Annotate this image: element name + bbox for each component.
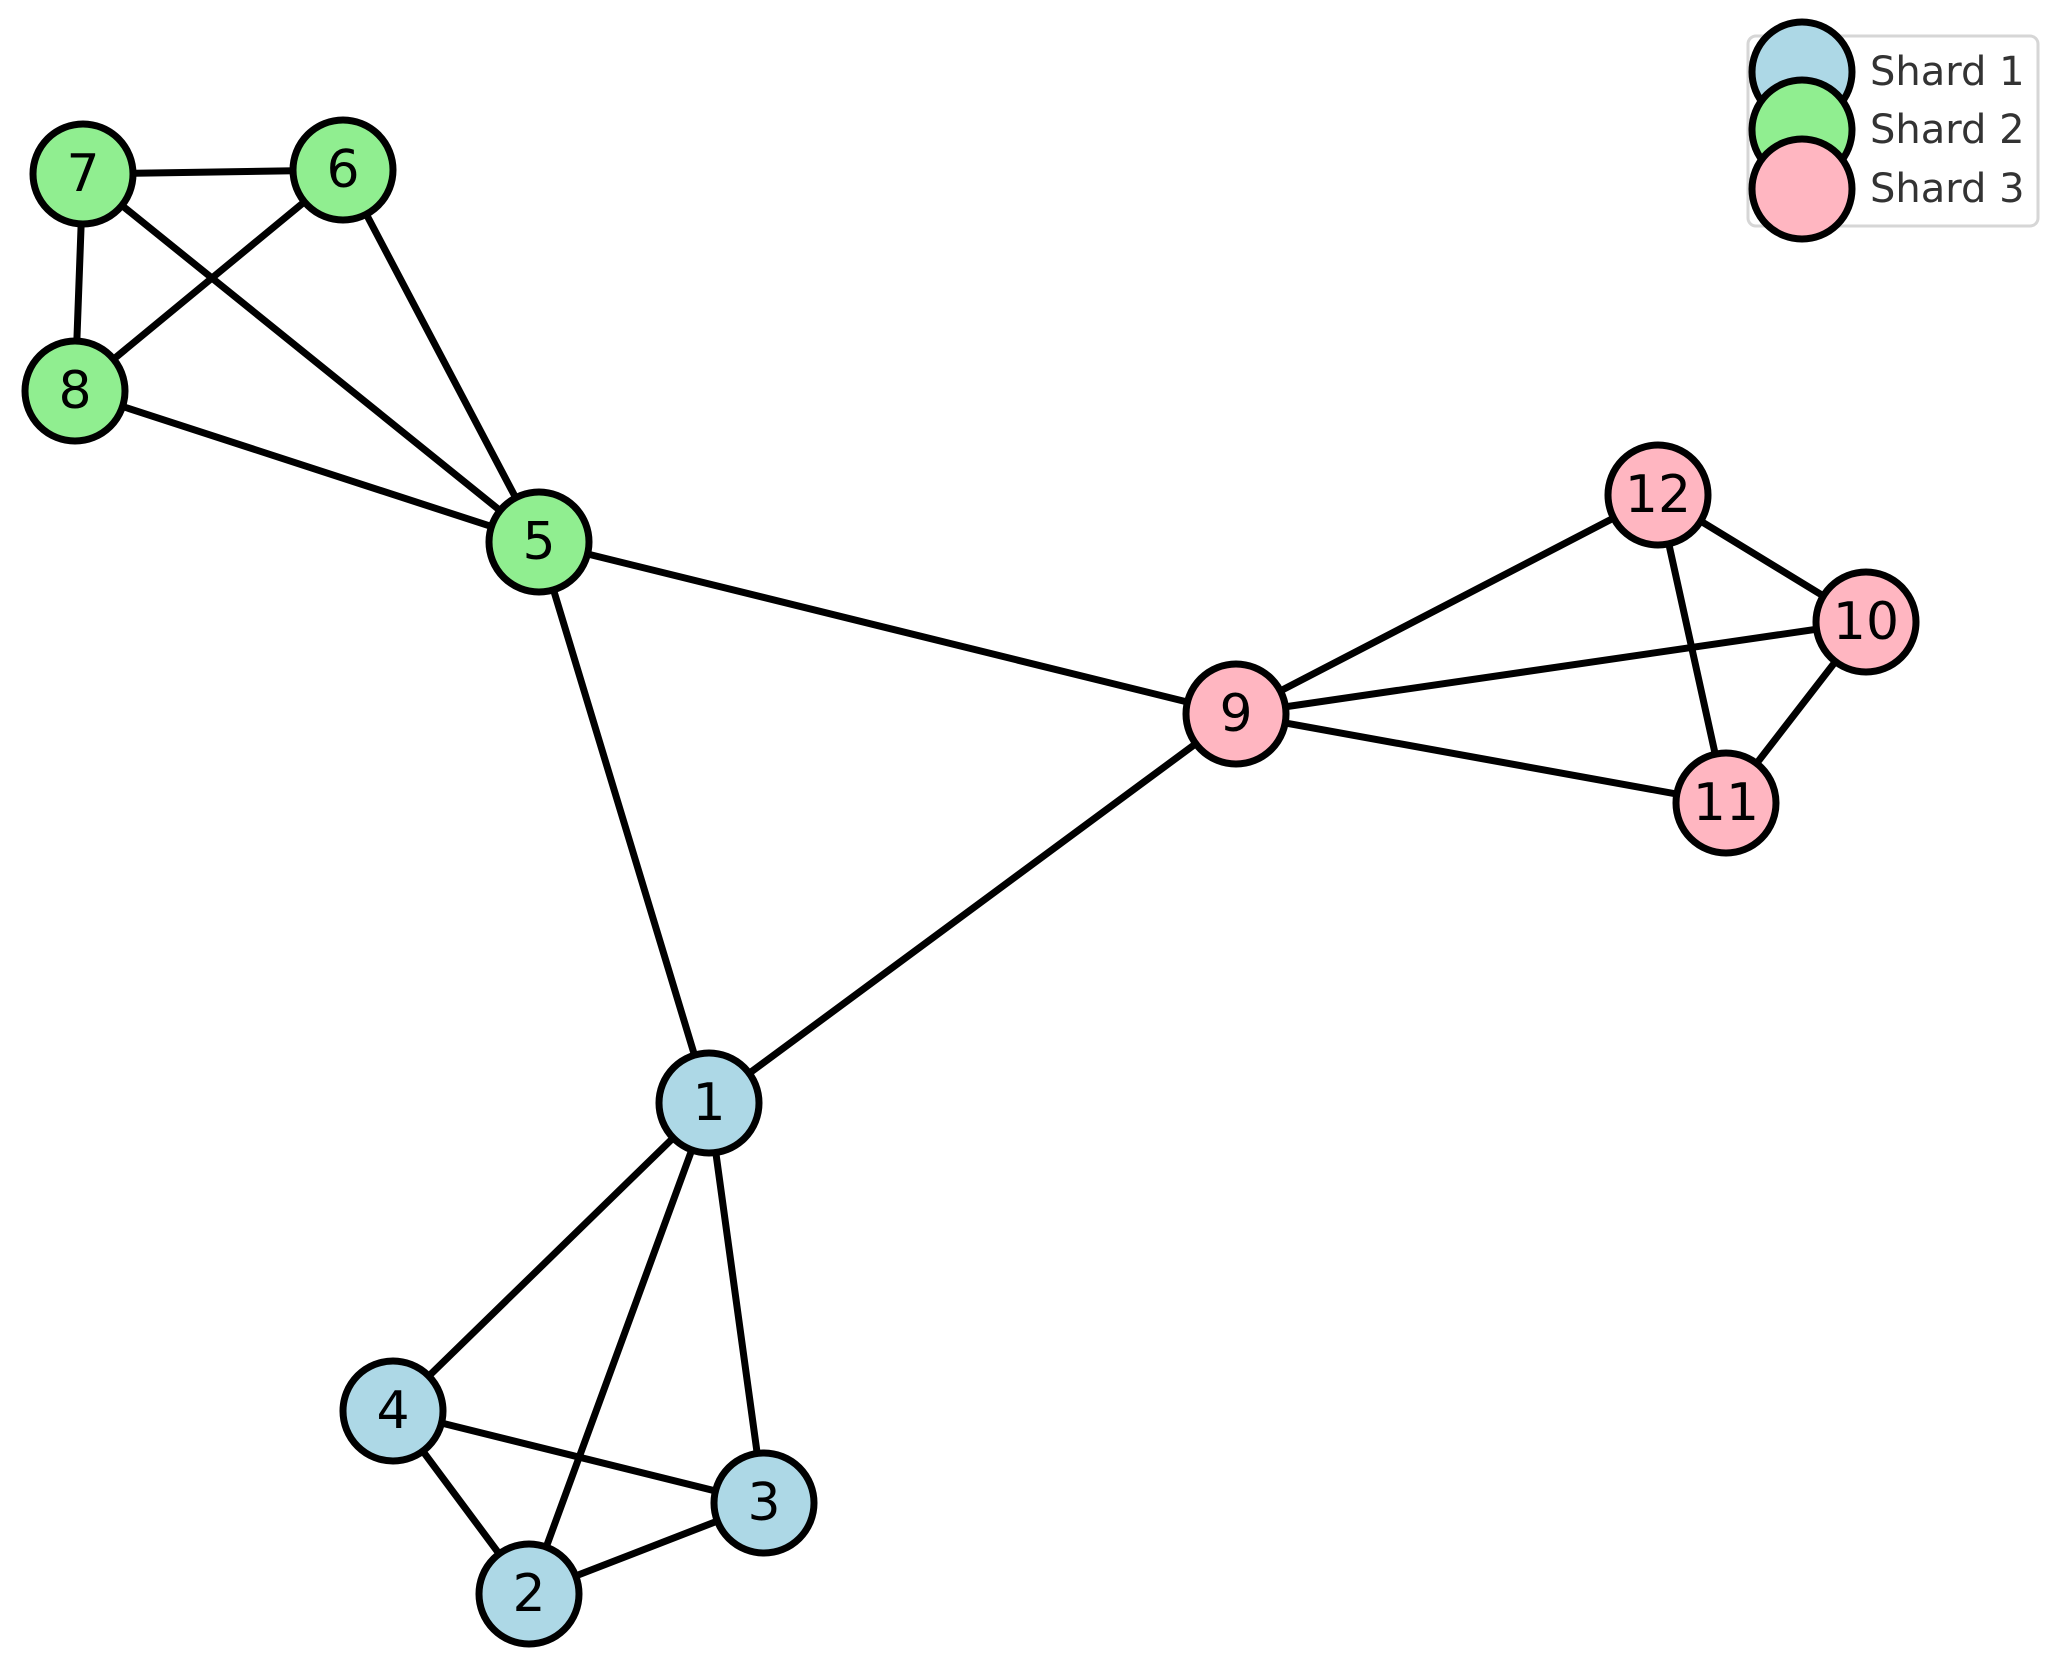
node-12: 12 xyxy=(1604,441,1712,549)
edge-6-8 xyxy=(71,166,347,395)
node-label-1: 1 xyxy=(692,1073,725,1133)
edge-9-12 xyxy=(1232,491,1662,718)
node-11: 11 xyxy=(1672,749,1780,857)
node-5: 5 xyxy=(485,488,593,596)
node-circle-3 xyxy=(710,1449,818,1557)
legend-label-shard-3: Shard 3 xyxy=(1870,166,2025,212)
node-circle-7 xyxy=(29,120,137,228)
edge-9-10 xyxy=(1232,618,1870,718)
edge-5-9 xyxy=(535,538,1240,718)
edge-1-4 xyxy=(389,1099,713,1415)
node-6: 6 xyxy=(289,116,397,224)
node-label-3: 3 xyxy=(747,1473,780,1533)
edge-9-1 xyxy=(705,710,1240,1107)
node-circle-1 xyxy=(655,1049,763,1157)
edge-5-1 xyxy=(535,538,713,1107)
node-10: 10 xyxy=(1812,568,1920,676)
edges xyxy=(71,166,1870,1598)
edge-7-5 xyxy=(79,170,543,546)
node-label-6: 6 xyxy=(326,140,359,200)
node-label-10: 10 xyxy=(1833,592,1899,652)
edge-1-3 xyxy=(705,1099,768,1507)
node-label-8: 8 xyxy=(58,361,91,421)
node-9: 9 xyxy=(1182,660,1290,768)
edge-4-3 xyxy=(389,1407,768,1507)
node-label-11: 11 xyxy=(1693,773,1759,833)
node-label-5: 5 xyxy=(522,512,555,572)
node-circle-12 xyxy=(1604,441,1712,549)
node-circle-6 xyxy=(289,116,397,224)
node-circle-11 xyxy=(1672,749,1780,857)
node-circle-9 xyxy=(1182,660,1290,768)
node-8: 8 xyxy=(21,337,129,445)
node-2: 2 xyxy=(475,1540,583,1648)
node-label-7: 7 xyxy=(66,144,99,204)
node-label-12: 12 xyxy=(1625,465,1691,525)
node-1: 1 xyxy=(655,1049,763,1157)
edge-9-11 xyxy=(1232,710,1730,807)
node-7: 7 xyxy=(29,120,137,228)
legend-marker-shard-3 xyxy=(1748,135,1856,243)
legend-label-shard-2: Shard 2 xyxy=(1870,107,2025,153)
node-circle-2 xyxy=(475,1540,583,1648)
node-label-4: 4 xyxy=(376,1381,409,1441)
edge-8-5 xyxy=(71,387,543,546)
node-4: 4 xyxy=(339,1357,447,1465)
node-circle-4 xyxy=(339,1357,447,1465)
node-circle-8 xyxy=(21,337,129,445)
legend: Shard 1 Shard 2 Shard 3 xyxy=(1746,18,2040,243)
node-circle-5 xyxy=(485,488,593,596)
node-label-2: 2 xyxy=(512,1564,545,1624)
node-3: 3 xyxy=(710,1449,818,1557)
legend-label-shard-1: Shard 1 xyxy=(1870,49,2025,95)
node-label-9: 9 xyxy=(1219,684,1252,744)
edge-6-5 xyxy=(339,166,543,546)
edge-1-2 xyxy=(525,1099,713,1598)
node-circle-10 xyxy=(1812,568,1920,676)
